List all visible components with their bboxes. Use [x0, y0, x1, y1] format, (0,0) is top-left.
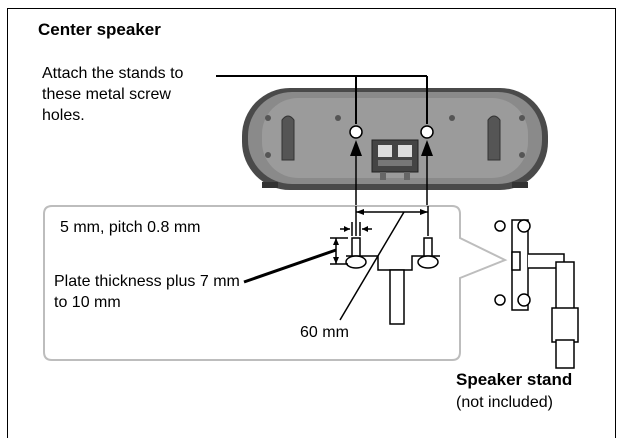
section-title: Center speaker [38, 20, 161, 39]
center-speaker-illustration [242, 88, 548, 190]
diagram-frame [7, 8, 616, 438]
detail-arrowheads [333, 209, 428, 264]
instruction-label: Attach the stands to these metal screw h… [42, 65, 184, 124]
plate-thickness-label: Plate thickness plus 7 mm to 10 mm [54, 273, 240, 311]
speaker-stand-label: Speaker stand [456, 370, 573, 389]
speaker-stand-note: (not included) [456, 394, 553, 411]
screw-dimension-label: 5 mm, pitch 0.8 mm [60, 219, 201, 236]
mounting-detail-drawing [330, 206, 440, 325]
instruction-leader-line [216, 75, 428, 124]
screw-hole-markers [349, 125, 434, 139]
up-arrows [350, 140, 433, 214]
speaker-stand-illustration [494, 219, 579, 369]
plate-leader-line [243, 248, 337, 284]
spacing-dimension-label: 60 mm [300, 324, 349, 341]
